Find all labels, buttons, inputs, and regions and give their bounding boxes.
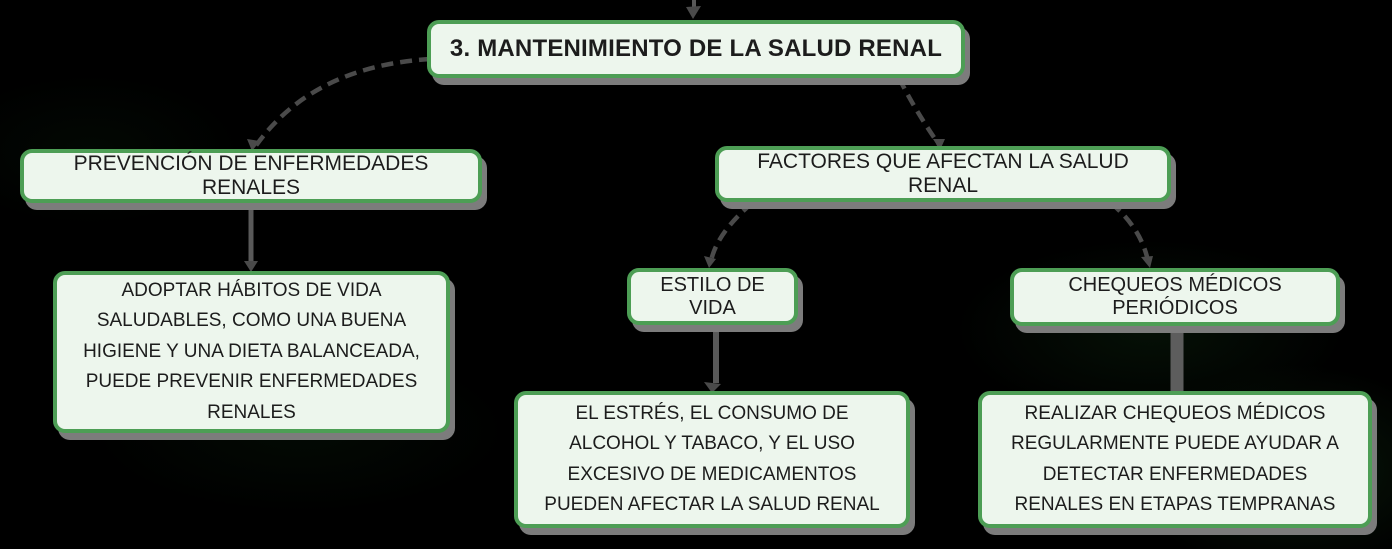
node-estilo-detail[interactable]: EL ESTRÉS, EL CONSUMO DE ALCOHOL Y TABAC… [514,391,910,528]
edge-factores-estilo [704,201,754,268]
node-chequeos-detail[interactable]: REALIZAR CHEQUEOS MÉDICOS REGULARMENTE P… [978,391,1372,528]
edge-prevencion-detail [244,204,258,272]
node-prevencion-detail[interactable]: ADOPTAR HÁBITOS DE VIDA SALUDABLES, COMO… [53,271,450,433]
node-estilo[interactable]: ESTILO DE VIDA [627,268,798,325]
edge-root-prevencion [247,56,432,151]
edge-estilo-detail [704,326,721,393]
node-prevencion[interactable]: PREVENCIÓN DE ENFERMEDADES RENALES [20,149,482,203]
edge-factores-chequeos [1109,201,1153,268]
node-factores[interactable]: FACTORES QUE AFECTAN LA SALUD RENAL [715,146,1171,202]
edge-root-factores [896,76,945,150]
node-root[interactable]: 3. MANTENIMIENTO DE LA SALUD RENAL [427,20,965,78]
node-chequeos[interactable]: CHEQUEOS MÉDICOS PERIÓDICOS [1010,268,1340,326]
edge-parent-stub [686,0,701,19]
